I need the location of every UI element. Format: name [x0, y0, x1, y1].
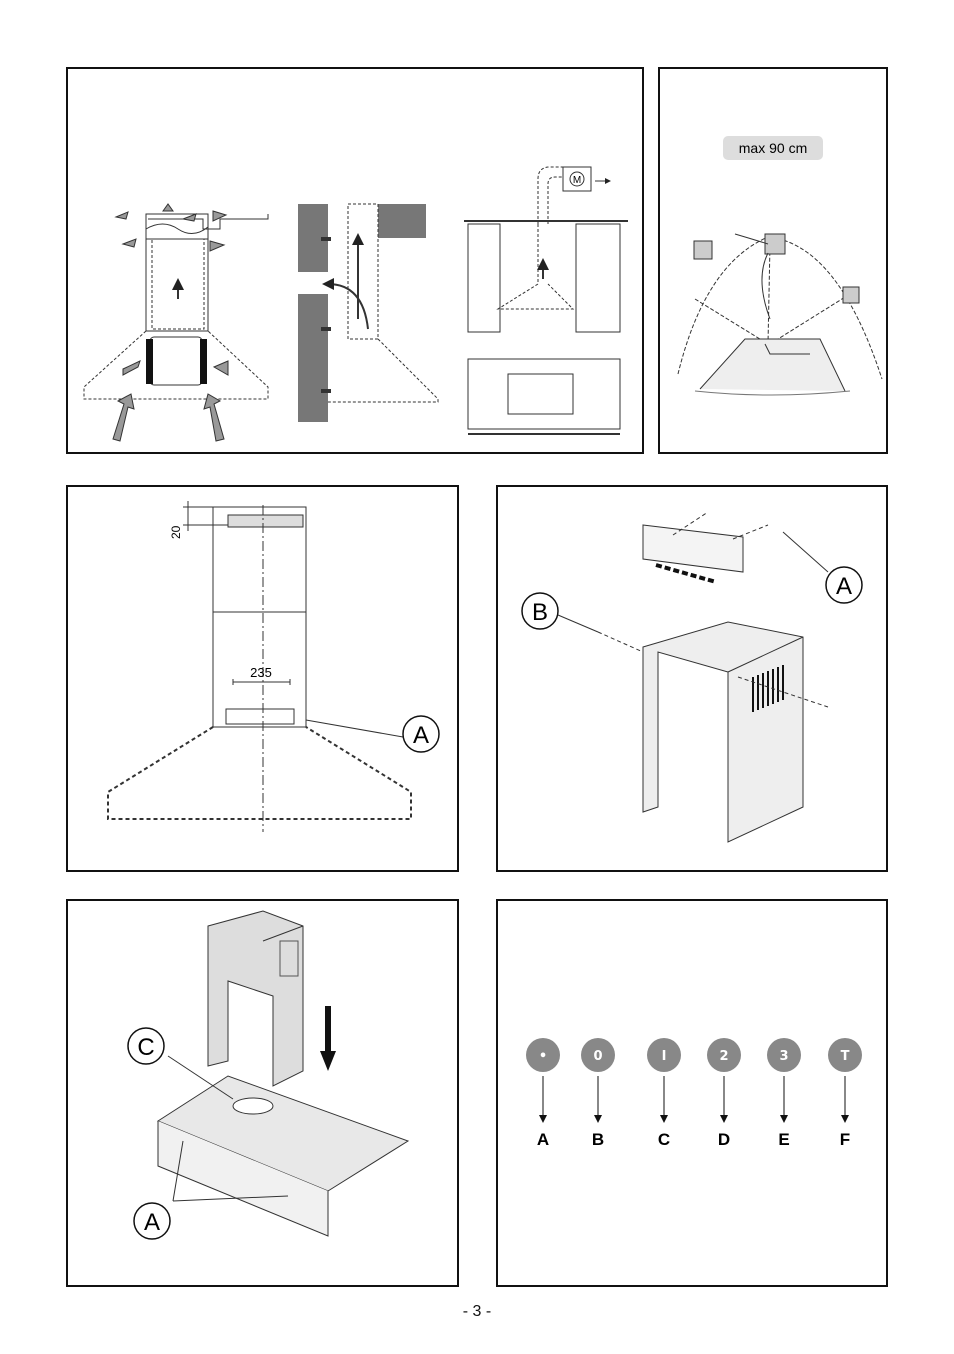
bracket-dimensions-diagram: 20 235 A — [68, 487, 457, 870]
button-glyph: 0 — [593, 1049, 602, 1064]
callout-c-label: C — [137, 1034, 154, 1061]
button-letter-label: C — [658, 1130, 670, 1149]
button-letter-label: F — [840, 1130, 850, 1149]
panel-installation-height: max 90 cm — [658, 67, 888, 454]
external-motor-figure: M — [464, 167, 628, 434]
panel-chimney-fit: C A — [66, 899, 459, 1287]
control-button-d[interactable]: 2D — [707, 1038, 741, 1149]
dim-width-label: 235 — [250, 665, 272, 680]
panel-chimney-fixing: A B — [496, 485, 888, 872]
button-glyph: 2 — [719, 1049, 728, 1064]
button-letter-label: E — [778, 1130, 789, 1149]
control-button-f[interactable]: TF — [828, 1038, 862, 1149]
callout-a-label: A — [413, 722, 429, 749]
button-glyph: I — [662, 1049, 667, 1064]
panel-operating-modes: M — [66, 67, 644, 454]
installation-height-diagram: max 90 cm — [660, 69, 886, 452]
ducted-hood-figure — [298, 204, 438, 422]
recirculation-hood-figure — [84, 204, 268, 441]
callout-a-label: A — [836, 573, 852, 600]
svg-text:M: M — [573, 175, 581, 186]
control-button-b[interactable]: 0B — [581, 1038, 615, 1149]
control-button-a[interactable]: •A — [526, 1038, 560, 1149]
control-button-c[interactable]: IC — [647, 1038, 681, 1149]
button-glyph: T — [841, 1049, 850, 1064]
pointer-arrowhead — [660, 1115, 668, 1123]
pointer-arrowhead — [720, 1115, 728, 1123]
button-letter-label: D — [718, 1130, 730, 1149]
max-height-label: max 90 cm — [739, 140, 807, 156]
dim-top-label: 20 — [169, 525, 183, 539]
panel-bracket-dimensions: 20 235 A — [66, 485, 459, 872]
pointer-arrowhead — [841, 1115, 849, 1123]
callout-b-label: B — [532, 599, 548, 626]
button-glyph: • — [539, 1049, 547, 1064]
control-button-e[interactable]: 3E — [767, 1038, 801, 1149]
pointer-arrowhead — [539, 1115, 547, 1123]
operating-modes-diagram: M — [68, 69, 642, 452]
button-letter-label: A — [537, 1130, 549, 1149]
chimney-fixing-diagram: A B — [498, 487, 886, 870]
chimney-fit-diagram: C A — [68, 901, 457, 1285]
pointer-arrowhead — [780, 1115, 788, 1123]
callout-a-label: A — [144, 1209, 160, 1236]
button-letter-label: B — [592, 1130, 604, 1149]
button-glyph: 3 — [779, 1049, 788, 1064]
page-number: - 3 - — [0, 1303, 954, 1321]
pointer-arrowhead — [594, 1115, 602, 1123]
